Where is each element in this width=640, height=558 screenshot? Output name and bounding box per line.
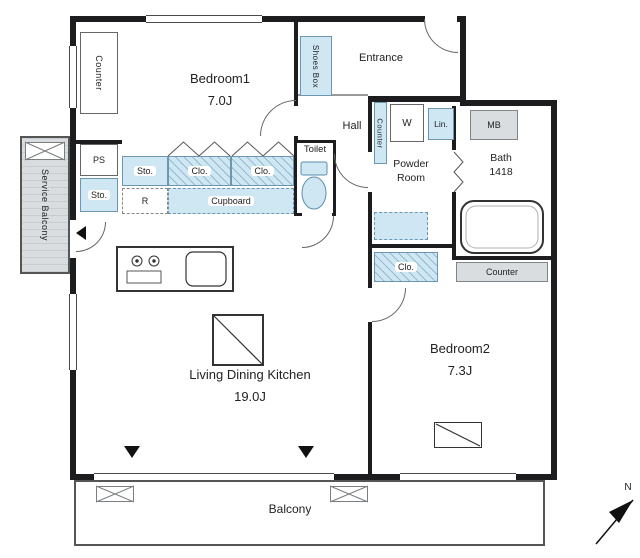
- bedroom2-door-arc: [372, 288, 406, 322]
- entrance-step-line: [298, 94, 368, 96]
- bath-size: 1418: [489, 166, 513, 178]
- bedroom2-furniture: [434, 422, 482, 448]
- closet-kitchen-right-box: Clo.: [231, 156, 294, 186]
- wall-bath-left-a: [452, 106, 456, 150]
- cupboard-box: Cupboard: [168, 188, 294, 214]
- counter-bedroom2-label: Counter: [485, 267, 519, 277]
- wall-top-a: [70, 16, 148, 22]
- closet-bedroom2-label: Clo.: [394, 262, 417, 272]
- service-balcony-door-arc: [76, 222, 106, 252]
- balcony-area: [74, 480, 545, 546]
- wall-top-b: [260, 16, 426, 22]
- dining-furniture: [212, 314, 264, 366]
- powder-room-label-line2: Room: [396, 172, 425, 184]
- closet-kitchen-left-box: Clo.: [168, 156, 231, 186]
- wall-powder-bottom: [368, 244, 452, 248]
- bedroom1-name: Bedroom1: [190, 71, 250, 86]
- service-balcony-label: Service Balcony: [40, 168, 50, 242]
- kitchen-counter: [116, 246, 234, 292]
- cupboard-label: Cupboard: [208, 196, 254, 206]
- shoes-box: Shoes Box: [300, 36, 332, 96]
- wall-right-upper: [460, 16, 466, 106]
- powder-room-door-arc: [334, 154, 368, 188]
- storage-left-box: Sto.: [80, 178, 118, 212]
- bath-name: Bath: [490, 152, 512, 164]
- wall-powder-left-b: [368, 192, 372, 288]
- wall-bedroom1-bottom-left: [76, 140, 122, 144]
- closet-kitchen-right-label: Clo.: [251, 166, 274, 176]
- linen-box: Lin.: [428, 108, 454, 140]
- counter-top-left: Counter: [80, 32, 118, 114]
- balcony-label: Balcony: [268, 502, 312, 516]
- closet-bedroom2-box: Clo.: [374, 252, 438, 282]
- closet-kitchen-left-label: Clo.: [188, 166, 211, 176]
- bedroom2-size: 7.3J: [447, 363, 473, 378]
- wall-bedroom1-right-a: [294, 16, 298, 106]
- compass-north-arrow: [595, 499, 634, 545]
- bathtub: [460, 200, 544, 254]
- wall-bath-bottom: [452, 256, 557, 260]
- refrigerator-label: R: [141, 196, 149, 206]
- hall-label: Hall: [342, 120, 362, 132]
- shoes-box-label: Shoes Box: [311, 44, 321, 88]
- toilet-door-opening: [302, 213, 332, 216]
- entrance-door-arc: [424, 19, 458, 53]
- powder-room-label-line1: Powder: [393, 158, 429, 170]
- storage-left-label: Sto.: [87, 190, 110, 200]
- entrance-label: Entrance: [358, 52, 404, 64]
- ldk-name: Living Dining Kitchen: [189, 367, 311, 382]
- pipe-space-box: PS: [80, 144, 118, 176]
- powder-storage-box: [374, 212, 428, 240]
- meter-box: MB: [470, 110, 518, 140]
- pipe-space-label: PS: [92, 155, 105, 165]
- wall-powder-top: [368, 96, 460, 102]
- wall-top-right: [460, 100, 557, 106]
- refrigerator-box: R: [122, 188, 168, 214]
- bedroom2-name: Bedroom2: [430, 341, 490, 356]
- counter-bedroom2-box: Counter: [456, 262, 548, 282]
- powder-counter-box: Counter: [374, 102, 387, 164]
- service-balcony-hatch: [25, 142, 65, 160]
- wall-powder-left-c: [368, 322, 372, 474]
- balcony-hatch-left: [96, 486, 134, 502]
- closet-bifold-marks: [167, 141, 295, 157]
- window-left-ldk: [69, 294, 77, 370]
- washer-label: W: [402, 117, 412, 129]
- bedroom1-size: 7.0J: [207, 93, 233, 108]
- wall-right: [551, 100, 557, 480]
- storage-kitchen-label: Sto.: [133, 166, 156, 176]
- wall-bath-left-b: [452, 192, 456, 260]
- service-balcony-door-opening: [70, 220, 76, 258]
- toilet-label: Toilet: [303, 144, 327, 155]
- wall-powder-left-a: [368, 102, 372, 152]
- counter-top-left-label: Counter: [94, 55, 104, 91]
- linen-label: Lin.: [434, 119, 448, 129]
- window-bedroom1-top: [146, 15, 262, 23]
- window-left-top: [69, 46, 77, 108]
- toilet-door-arc: [302, 216, 334, 248]
- meter-box-label: MB: [487, 120, 501, 130]
- ldk-size: 19.0J: [234, 389, 266, 404]
- storage-kitchen-box: Sto.: [122, 156, 168, 186]
- balcony-hatch-right: [330, 486, 368, 502]
- compass-north-label: N: [624, 482, 632, 493]
- wall-bedroom1-right-b: [294, 136, 298, 142]
- washer-box: W: [390, 104, 424, 142]
